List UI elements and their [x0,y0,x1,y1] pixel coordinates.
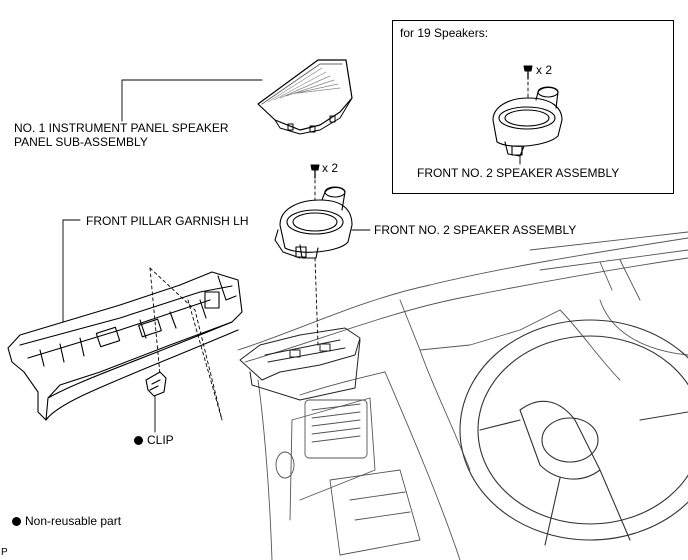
legend-text: Non-reusable part [25,514,122,528]
legend: Non-reusable part [12,514,121,529]
dash-speaker-opening [239,327,361,401]
front-pillar-garnish-lh [7,271,243,421]
filled-circle-icon [12,517,21,526]
main-screw-count: x 2 [322,161,339,175]
speaker-panel-label-line1: NO. 1 INSTRUMENT PANEL SPEAKER [14,121,229,135]
corner-code: P [1,547,8,558]
inset-frame-19-speakers [392,20,674,194]
installation-guide-lines [149,179,319,421]
pillar-garnish-label: FRONT PILLAR GARNISH LH [86,214,249,228]
dashboard-outline [237,231,688,560]
clip-part [145,371,167,397]
steering-wheel [459,319,688,546]
leader-lines [62,79,521,433]
clip-label: CLIP [134,433,174,448]
inset-speaker-assembly-label: FRONT NO. 2 SPEAKER ASSEMBLY [417,166,620,180]
front-no2-speaker-assembly [274,186,353,259]
filled-circle-icon [134,436,143,445]
inset-title: for 19 Speakers: [400,26,489,40]
main-speaker-assembly-label: FRONT NO. 2 SPEAKER ASSEMBLY [374,223,577,237]
inset-speaker-assembly [492,86,563,157]
screw-main [310,164,320,179]
screw-inset [523,65,533,99]
speaker-panel-label-line2: PANEL SUB-ASSEMBLY [14,135,148,149]
inset-screw-count: x 2 [536,63,553,77]
instrument-panel-speaker-panel [257,59,353,135]
clip-label-text: CLIP [147,433,174,447]
